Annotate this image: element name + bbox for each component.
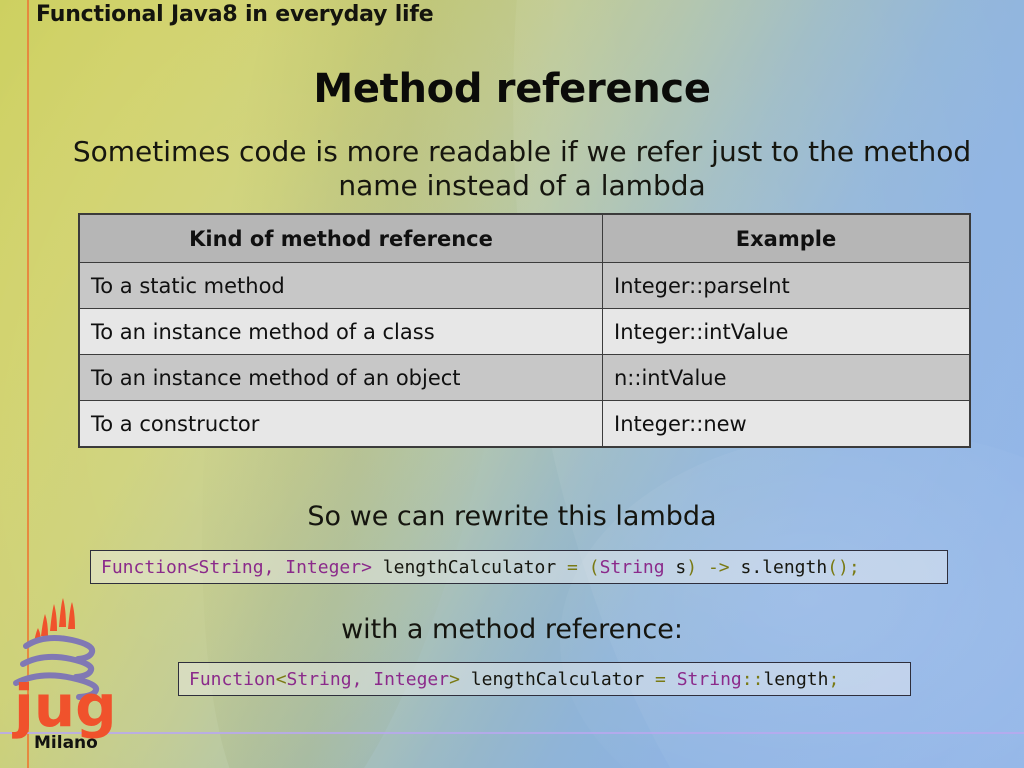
code-token-type: Function: [101, 557, 188, 578]
code-token-identifier: lengthCalculator: [459, 669, 656, 690]
code-token-space-2: [697, 557, 708, 578]
cell-kind: To an instance method of a class: [79, 308, 603, 355]
code-token-param-name: s: [664, 557, 687, 578]
logo-wordmark-jug: jug: [12, 672, 117, 740]
cell-kind: To an instance method of an object: [79, 354, 603, 401]
lead-in-method-reference: with a method reference:: [341, 614, 683, 645]
code-token-semicolon: ;: [828, 669, 840, 690]
cell-kind: To a constructor: [79, 400, 603, 447]
slide-subtitle: Sometimes code is more readable if we re…: [72, 135, 972, 202]
code-token-param-type: String: [599, 557, 665, 578]
code-token-space: [666, 669, 677, 690]
table-row: To an instance method of a class Integer…: [79, 308, 970, 355]
code-token-angle-open: <: [187, 557, 199, 578]
cell-example: Integer::intValue: [602, 308, 970, 355]
code-token-arrow: ->: [707, 557, 730, 578]
method-reference-table: Kind of method reference Example To a st…: [79, 214, 970, 447]
code-token-identifier: lengthCalculator: [371, 557, 568, 578]
logo-cup-swirls-icon: [13, 635, 100, 700]
cell-example: Integer::new: [602, 400, 970, 447]
logo-wordmark-milano: Milano: [34, 733, 98, 753]
logo-artwork: jug Milano: [12, 598, 117, 753]
code-token-type: Function: [189, 669, 276, 690]
table-row: To a constructor Integer::new: [79, 400, 970, 447]
code-token-body: s.length: [729, 557, 828, 578]
code-block-lambda: Function<String, Integer> lengthCalculat…: [90, 550, 948, 584]
logo-milano-text: Milano: [34, 733, 98, 753]
code-token-generics: String, Integer: [286, 669, 450, 690]
code-token-angle-close: >: [449, 669, 460, 690]
jug-milano-logo: jug Milano: [6, 598, 126, 763]
logo-jug-text: jug: [12, 672, 117, 740]
code-token-paren-open: (: [588, 557, 600, 578]
table-header-row: Kind of method reference Example: [79, 214, 970, 263]
column-header-example: Example: [602, 214, 970, 263]
code-token-assign: =: [567, 557, 578, 578]
code-token-space: [578, 557, 589, 578]
code-token-generics: String, Integer: [198, 557, 362, 578]
table-row: To a static method Integer::parseInt: [79, 262, 970, 309]
code-token-angle-open: <: [275, 669, 287, 690]
code-token-ref-type: String: [676, 669, 742, 690]
cell-kind: To a static method: [79, 262, 603, 309]
code-token-double-colon: ::: [741, 669, 764, 690]
code-token-paren-close: ): [686, 557, 698, 578]
code-token-angle-close: >: [361, 557, 372, 578]
code-token-call-terminator: ();: [827, 557, 860, 578]
page-title: Method reference: [313, 66, 711, 112]
column-header-kind: Kind of method reference: [79, 214, 603, 263]
cell-example: Integer::parseInt: [602, 262, 970, 309]
horizontal-accent-rule: [0, 732, 1024, 734]
code-token-assign: =: [655, 669, 666, 690]
vertical-accent-rule: [27, 0, 29, 768]
lead-in-rewrite: So we can rewrite this lambda: [307, 501, 717, 532]
code-block-method-reference: Function<String, Integer> lengthCalculat…: [178, 662, 911, 696]
cell-example: n::intValue: [602, 354, 970, 401]
code-token-method-name: length: [763, 669, 829, 690]
table-row: To an instance method of an object n::in…: [79, 354, 970, 401]
deck-header: Functional Java8 in everyday life: [36, 2, 434, 27]
